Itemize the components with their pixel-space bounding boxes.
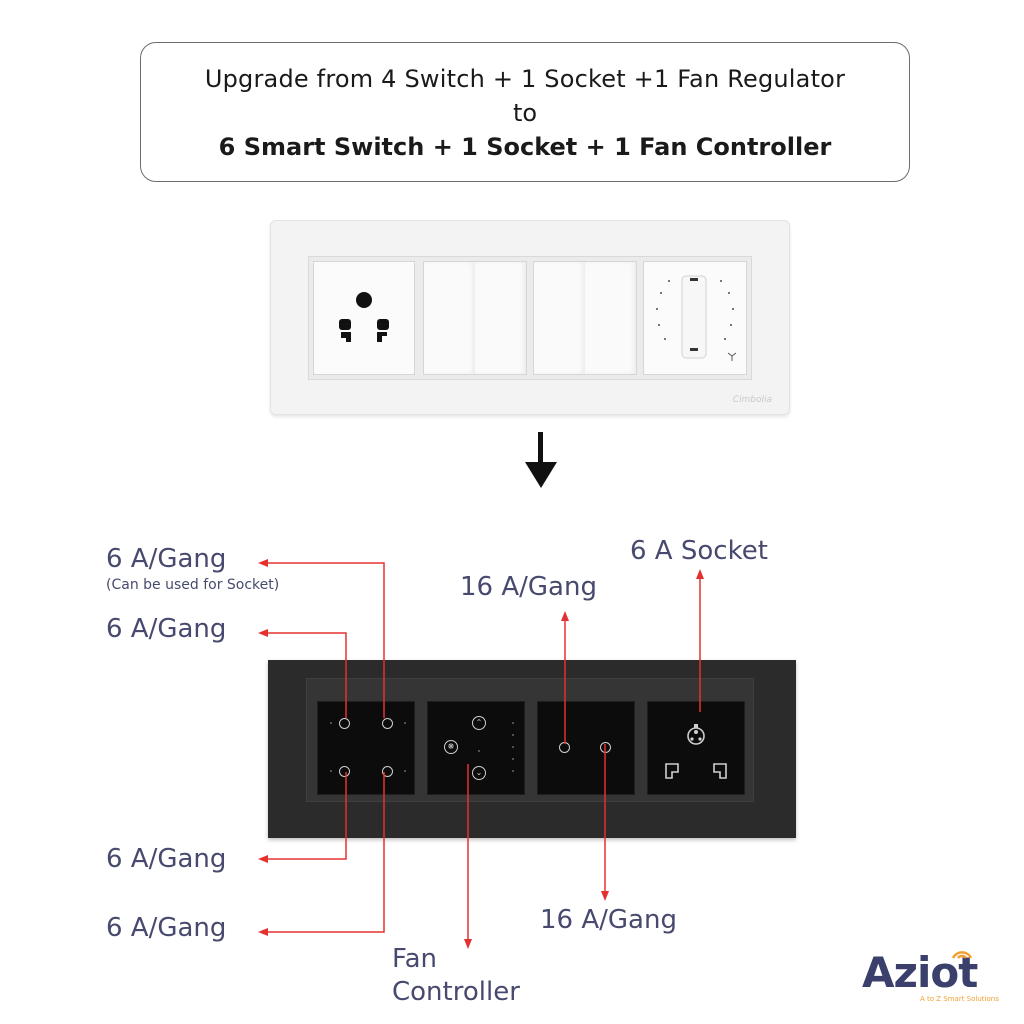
smart-plate-frame: ⌃ ❋ ⌄ xyxy=(306,678,754,802)
label-fan-line-2: Controller xyxy=(392,977,520,1007)
smart-switch-plate: ⌃ ❋ ⌄ xyxy=(268,660,796,838)
old-switch-module-2 xyxy=(533,261,637,375)
fan-power-icon[interactable]: ❋ xyxy=(444,740,458,754)
header-line-1: Upgrade from 4 Switch + 1 Socket +1 Fan … xyxy=(204,65,846,93)
universal-socket-icon xyxy=(665,724,727,779)
brand-tagline: A to Z Smart Solutions xyxy=(920,995,999,1003)
label-socket: 6 A Socket xyxy=(630,536,768,566)
old-switch-module-1 xyxy=(423,261,527,375)
header-line-2: to xyxy=(512,99,538,127)
header-box: Upgrade from 4 Switch + 1 Socket +1 Fan … xyxy=(140,42,910,182)
old-regulator-icon xyxy=(656,275,737,361)
smart-module-fan-controller: ⌃ ❋ ⌄ xyxy=(427,701,525,795)
smart-module-socket xyxy=(647,701,745,795)
fan-speed-up-icon[interactable]: ⌃ xyxy=(472,716,486,730)
fan-speed-down-icon[interactable]: ⌄ xyxy=(472,766,486,780)
label-bottom-left-2: 6 A/Gang xyxy=(106,913,227,943)
touch-button-gang-2[interactable] xyxy=(382,718,393,729)
touch-button-gang-3[interactable] xyxy=(339,766,350,777)
touch-button-gang-1[interactable] xyxy=(339,718,350,729)
old-plate-frame xyxy=(308,256,752,380)
label-mid-top: 16 A/Gang xyxy=(460,572,597,602)
old-switch-rocker-1[interactable] xyxy=(424,262,476,374)
smart-module-4-gang xyxy=(317,701,415,795)
old-fan-regulator-module xyxy=(643,261,747,375)
old-switch-rocker-4[interactable] xyxy=(585,262,636,374)
old-switch-plate: Cimbolia xyxy=(270,220,790,415)
old-socket-module xyxy=(313,261,415,375)
label-fan-line-1: Fan xyxy=(392,944,437,974)
down-arrow-icon xyxy=(538,432,543,464)
old-plate-brand: Cimbolia xyxy=(732,395,772,405)
old-switch-rocker-2[interactable] xyxy=(475,262,526,374)
label-bottom-left-1: 6 A/Gang xyxy=(106,844,227,874)
touch-button-gang-4[interactable] xyxy=(382,766,393,777)
old-switch-rocker-3[interactable] xyxy=(534,262,586,374)
label-top-left-1-note: (Can be used for Socket) xyxy=(106,577,280,593)
label-mid-bottom: 16 A/Gang xyxy=(540,905,677,935)
logo-signal-icon xyxy=(951,951,973,959)
header-line-3: 6 Smart Switch + 1 Socket + 1 Fan Contro… xyxy=(218,133,832,161)
label-top-left-1: 6 A/Gang xyxy=(106,544,227,574)
old-socket-icon xyxy=(339,292,389,342)
label-top-left-2: 6 A/Gang xyxy=(106,614,227,644)
smart-module-16a xyxy=(537,701,635,795)
down-arrow-head-icon xyxy=(525,462,557,488)
